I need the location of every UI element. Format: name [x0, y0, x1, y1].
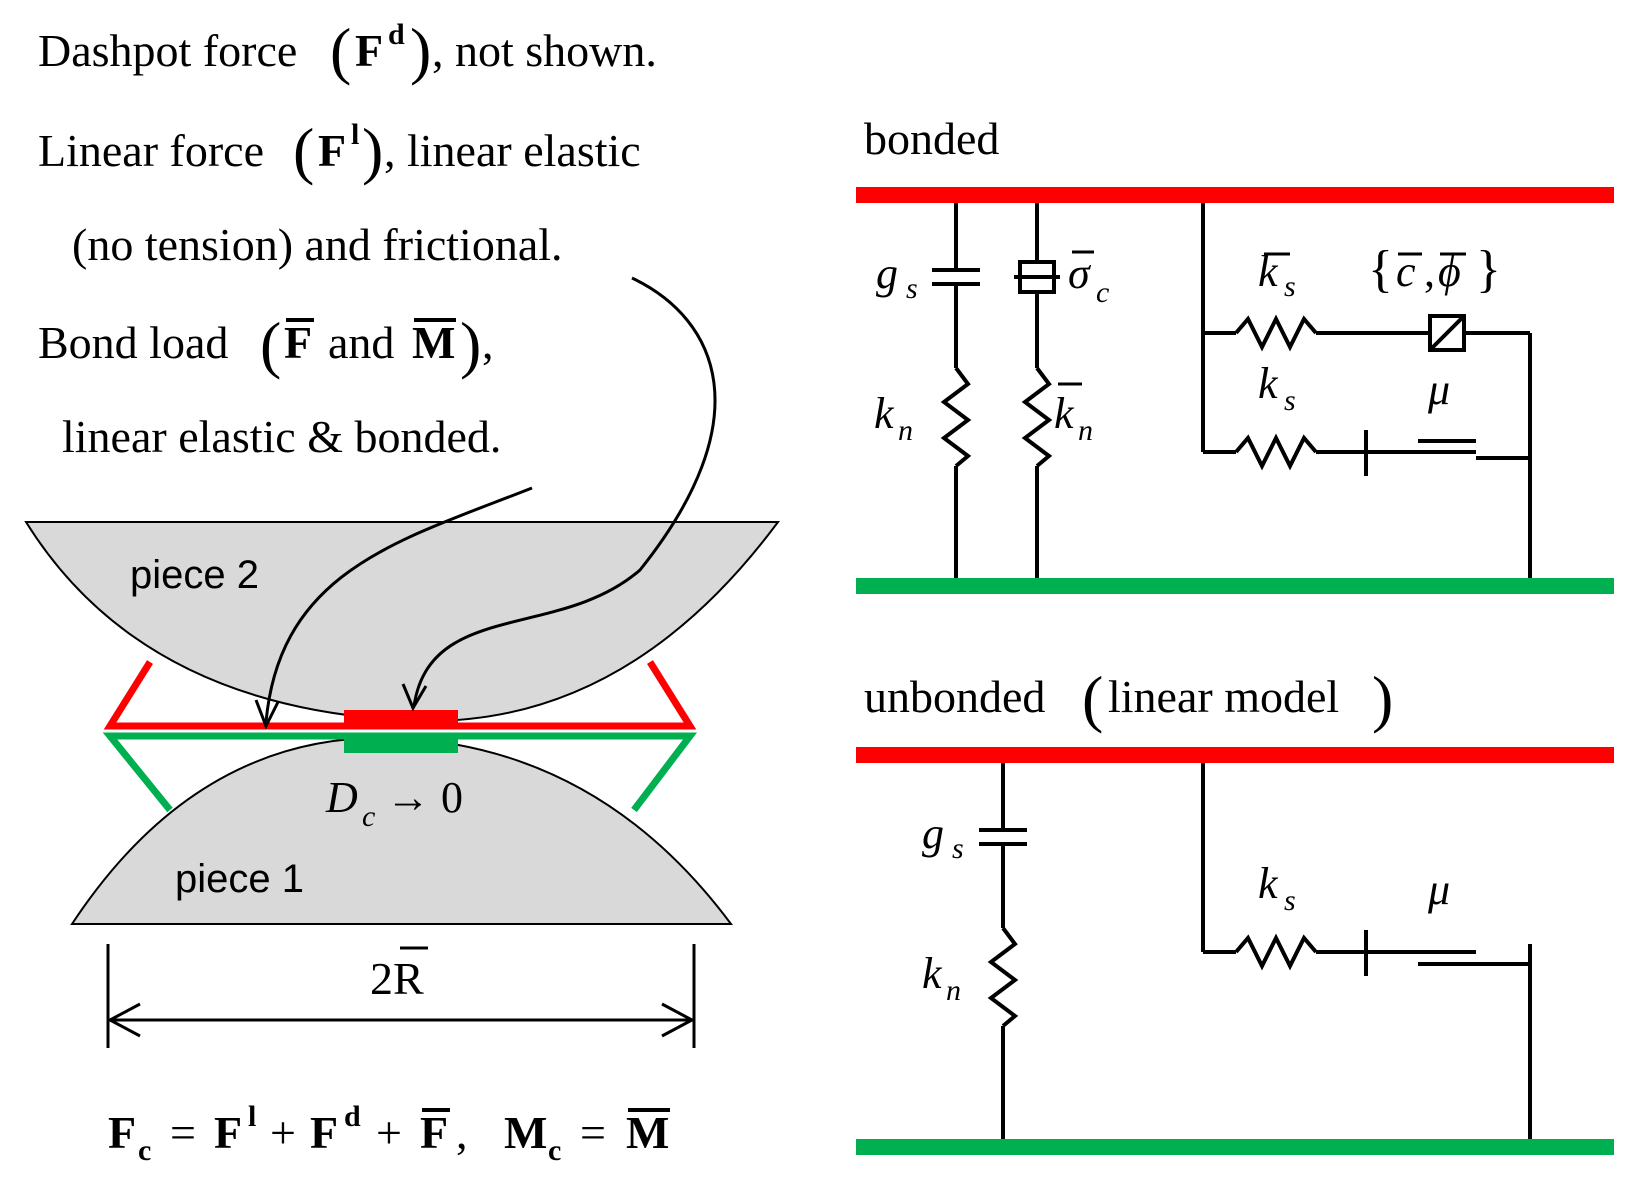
bonded-title: bonded	[864, 113, 999, 164]
svg-text:2R: 2R	[370, 953, 424, 1004]
svg-text:n: n	[898, 414, 913, 447]
svg-text:k: k	[1258, 859, 1279, 908]
bond-patch-bottom	[344, 736, 458, 753]
svg-text:k: k	[1258, 247, 1279, 296]
bonded-model: bonded g s k n σ c k n	[856, 113, 1614, 594]
caption-linear: Linear force ( F l ) , linear elastic (n…	[38, 115, 641, 270]
svg-text:g: g	[876, 249, 898, 298]
contact-geometry: piece 2 piece 1 D c → 0 2R	[24, 276, 780, 1167]
svg-text:ϕ: ϕ	[1438, 247, 1461, 296]
svg-text:linear elastic & bonded.: linear elastic & bonded.	[62, 411, 501, 462]
bond-patch-top	[344, 710, 458, 727]
svg-text:F: F	[355, 25, 383, 76]
svg-text:(no tension) and frictional.: (no tension) and frictional.	[72, 219, 563, 270]
svg-text:Dashpot force: Dashpot force	[38, 25, 297, 76]
svg-text:): )	[1372, 663, 1393, 734]
svg-text:n: n	[1078, 414, 1093, 447]
svg-text:s: s	[952, 832, 964, 865]
svg-text:g: g	[922, 809, 944, 858]
svg-text:k: k	[874, 389, 895, 438]
svg-text:k: k	[922, 949, 943, 998]
svg-text:, linear elastic: , linear elastic	[384, 125, 641, 176]
svg-text:l: l	[351, 118, 359, 151]
svg-text:{: {	[1368, 241, 1393, 298]
svg-text:→ 0: → 0	[386, 773, 463, 822]
svg-text:l: l	[248, 1100, 256, 1133]
svg-text:(: (	[260, 309, 281, 380]
caption-bond: Bond load ( F and M ) , linear elastic &…	[38, 309, 501, 462]
piece-1-shape	[70, 736, 733, 925]
svg-text:+: +	[270, 1107, 296, 1158]
svg-text:and: and	[328, 317, 394, 368]
svg-text:M: M	[412, 317, 455, 368]
svg-text:Bond load: Bond load	[38, 317, 228, 368]
svg-text:M: M	[504, 1107, 547, 1158]
bonded-shear-branch	[1201, 203, 1532, 578]
svg-text:,: ,	[456, 1107, 468, 1158]
bonded-normal-branch	[932, 203, 980, 578]
dimension-2R: 2R	[106, 944, 696, 1048]
svg-text:k: k	[1258, 359, 1279, 408]
svg-text:s: s	[1284, 884, 1296, 917]
svg-text:s: s	[906, 272, 918, 305]
arrow-linear-force	[412, 276, 717, 707]
svg-text:): )	[410, 15, 431, 86]
svg-text:(: (	[1082, 663, 1103, 734]
unbonded-title: unbonded ( linear model )	[864, 663, 1393, 734]
svg-text:σ: σ	[1068, 249, 1092, 298]
svg-text:Linear force: Linear force	[38, 125, 264, 176]
svg-text:=: =	[580, 1107, 606, 1158]
svg-text:M: M	[626, 1107, 669, 1158]
svg-text:,: ,	[482, 317, 494, 368]
contact-diameter-label: D c → 0	[325, 773, 463, 833]
svg-text:,: ,	[1424, 247, 1435, 296]
svg-text:F: F	[420, 1107, 448, 1158]
svg-text:linear model: linear model	[1108, 671, 1339, 722]
caption-dashpot: Dashpot force ( F d ) , not shown.	[38, 15, 657, 86]
svg-text:F: F	[310, 1107, 338, 1158]
unbonded-shear-branch	[1201, 763, 1532, 1139]
svg-text:n: n	[946, 974, 961, 1007]
svg-text:F: F	[214, 1107, 242, 1158]
svg-text:+: +	[376, 1107, 402, 1158]
svg-text:}: }	[1476, 241, 1501, 298]
svg-text:F: F	[108, 1107, 136, 1158]
piece-2-label: piece 2	[130, 553, 259, 597]
svg-text:): )	[460, 309, 481, 380]
arrow-bond-load	[264, 486, 533, 723]
svg-text:, not shown.: , not shown.	[432, 25, 657, 76]
svg-text:c: c	[362, 800, 375, 833]
bonded-bond-branch	[1014, 203, 1060, 578]
svg-text:c: c	[138, 1134, 151, 1167]
svg-text:s: s	[1284, 384, 1296, 417]
svg-text:s: s	[1284, 270, 1296, 303]
unbonded-model: unbonded ( linear model ) g s k n	[856, 663, 1614, 1155]
svg-text:(: (	[330, 15, 351, 86]
svg-text:μ: μ	[1427, 365, 1450, 414]
svg-text:D: D	[325, 773, 358, 822]
force-equation: F c = F l + F d + F , M c = M	[108, 1100, 670, 1167]
svg-text:c: c	[548, 1134, 561, 1167]
svg-text:F: F	[318, 125, 346, 176]
svg-text:(: (	[293, 115, 314, 186]
piece-1-label: piece 1	[175, 857, 304, 901]
svg-text:F: F	[284, 317, 312, 368]
unbonded-normal-branch	[979, 763, 1027, 1139]
svg-text:μ: μ	[1427, 865, 1450, 914]
svg-text:): )	[362, 115, 383, 186]
svg-text:unbonded: unbonded	[864, 671, 1045, 722]
svg-text:=: =	[170, 1107, 196, 1158]
svg-text:k: k	[1054, 389, 1075, 438]
svg-text:d: d	[344, 1100, 361, 1133]
svg-text:c: c	[1096, 276, 1109, 309]
strength-parameters: { c , ϕ }	[1368, 241, 1501, 298]
svg-text:c: c	[1396, 247, 1416, 296]
svg-text:d: d	[388, 18, 405, 51]
